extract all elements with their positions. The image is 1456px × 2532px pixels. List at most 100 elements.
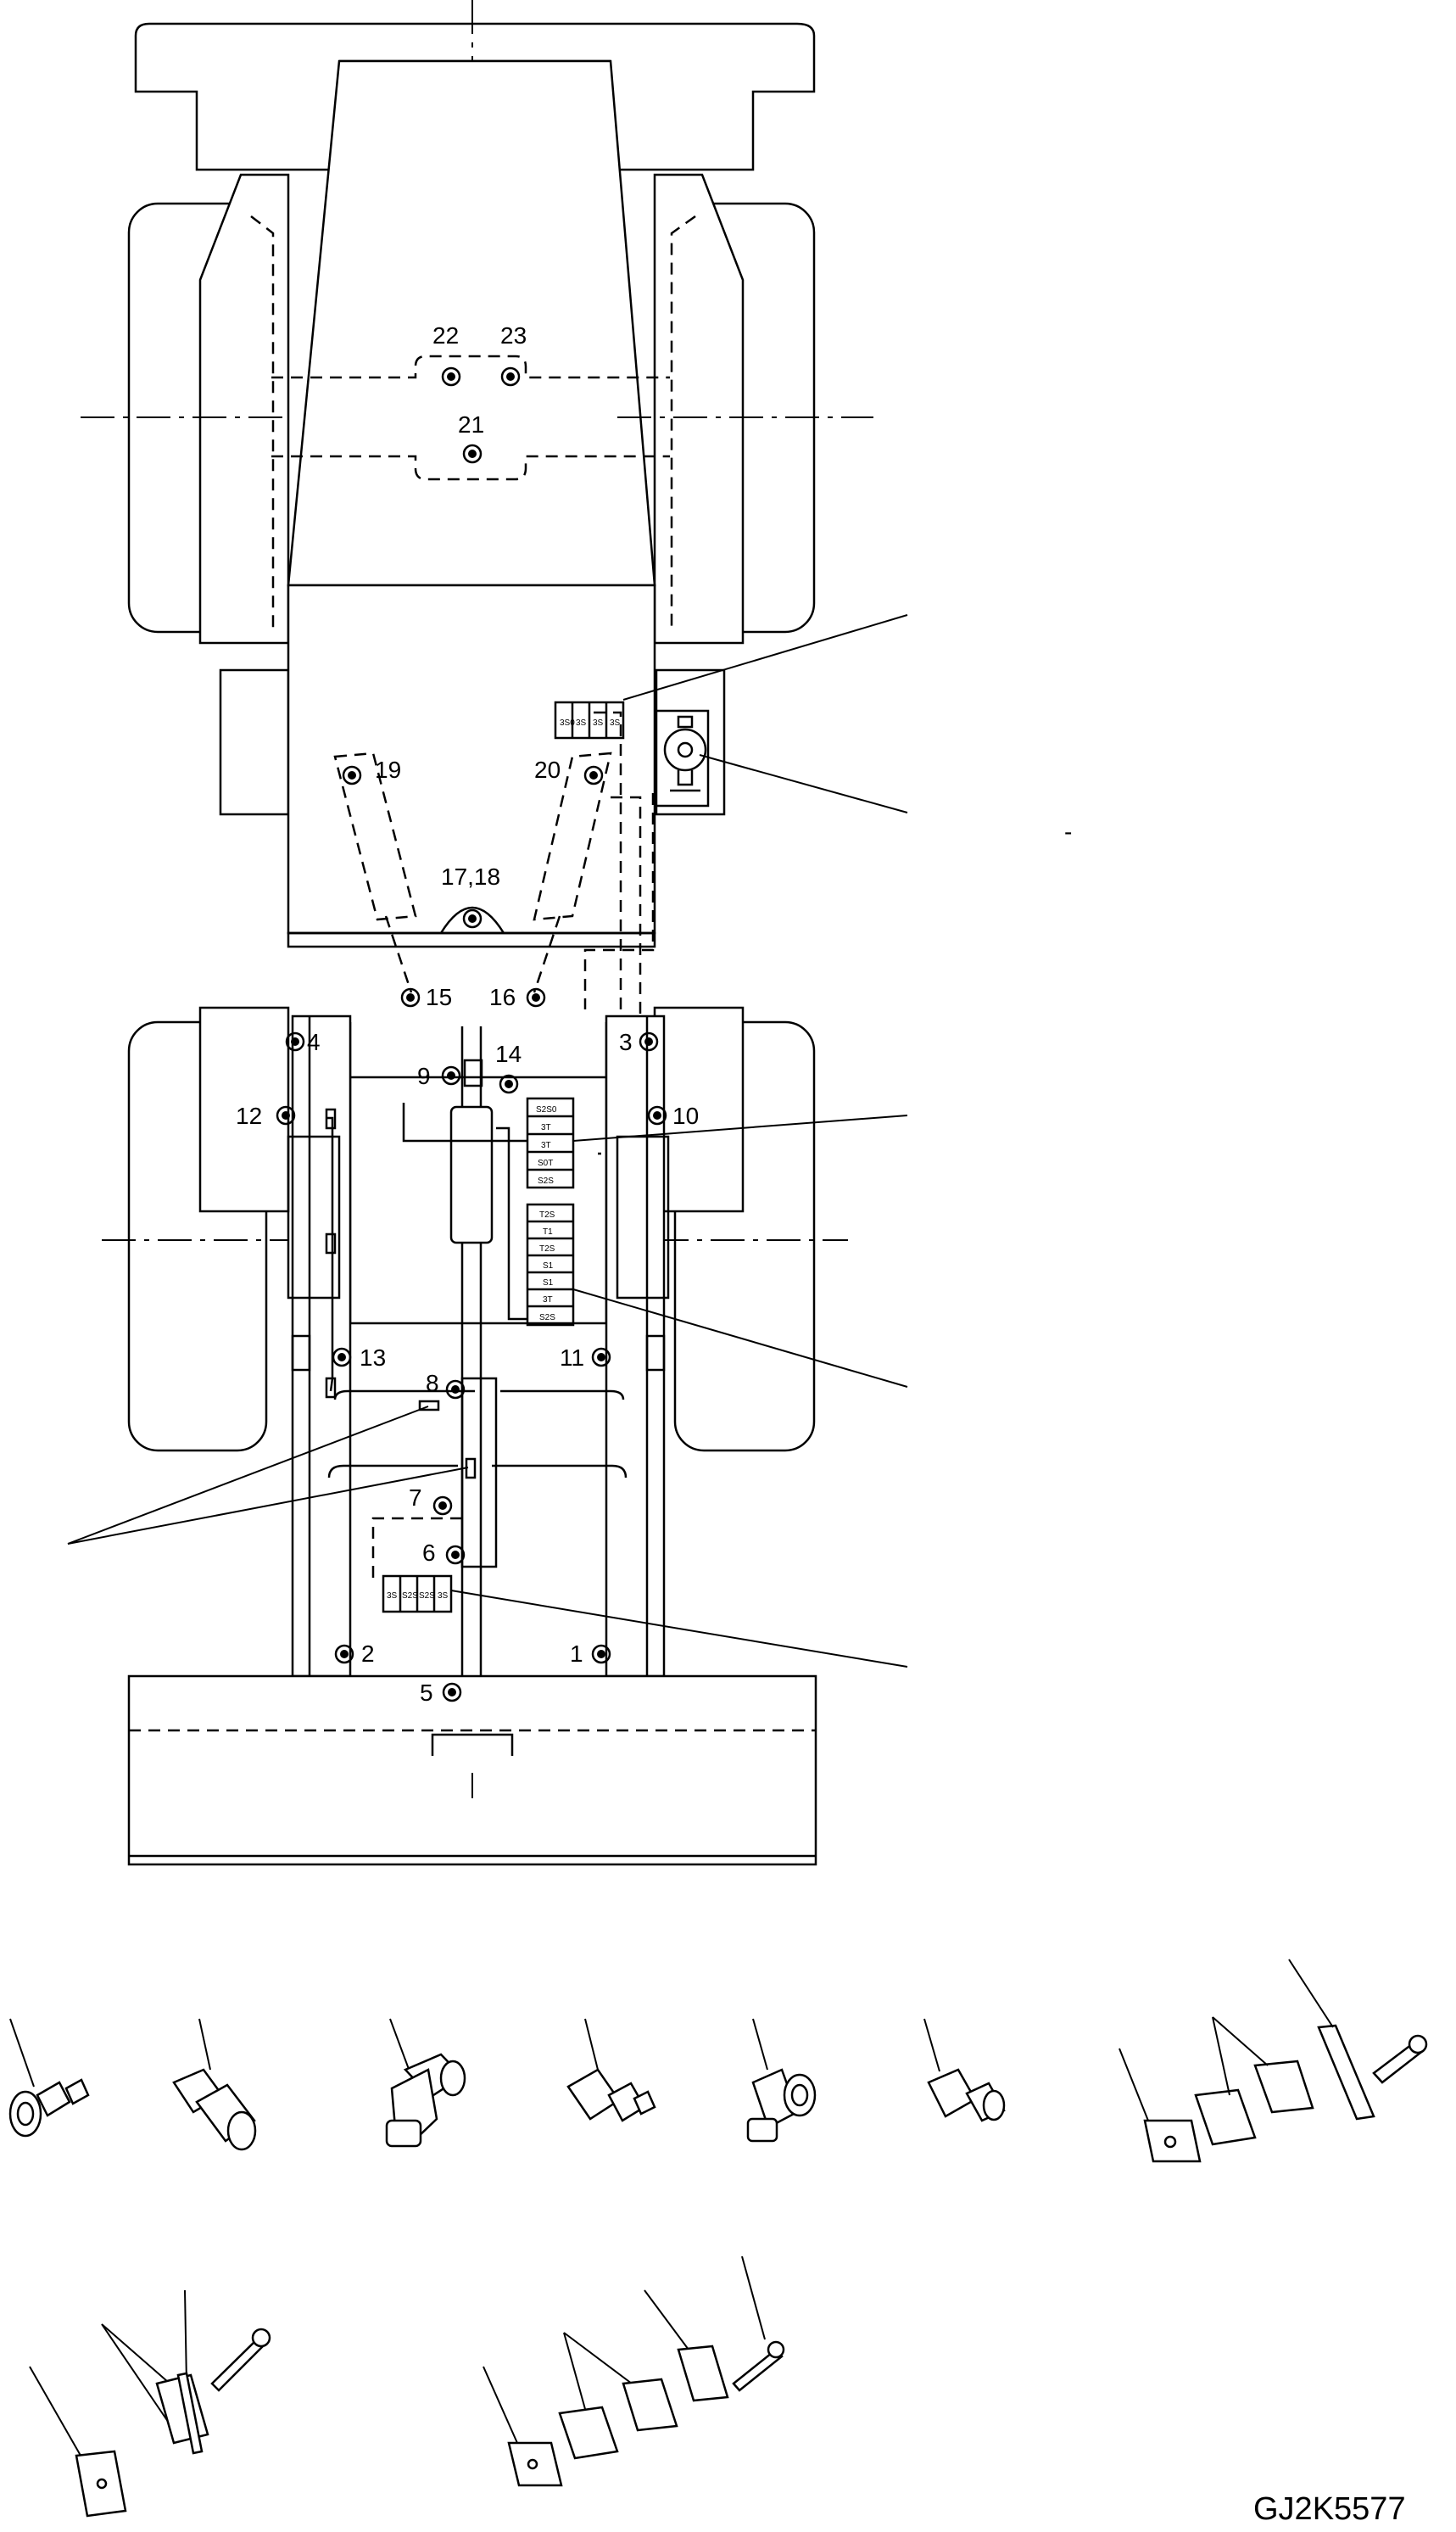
point-label-22: 22 bbox=[432, 322, 459, 349]
valve-block-c: T2S T1 T2S S1 S1 3T S2S bbox=[526, 1203, 575, 1327]
fender-left bbox=[198, 173, 290, 645]
lube-point-15 bbox=[400, 987, 421, 1008]
valve-a-label-4: 3S0 bbox=[560, 718, 575, 728]
hidden-plate-upper bbox=[271, 355, 670, 379]
lift-cyl-right bbox=[616, 1135, 670, 1300]
point-label-13: 13 bbox=[360, 1344, 386, 1371]
lube-point-17-18 bbox=[462, 908, 483, 929]
front-fender-right bbox=[653, 1006, 745, 1213]
tilt-clevis bbox=[463, 1059, 483, 1087]
point-label-11: 11 bbox=[560, 1344, 584, 1371]
valve-d-label-4: 3S bbox=[438, 1591, 449, 1601]
leader-valve-b bbox=[572, 1115, 908, 1142]
cylinder-right-rod bbox=[533, 915, 561, 993]
arm-bracket-right bbox=[645, 1334, 666, 1372]
lube-point-12 bbox=[276, 1105, 296, 1126]
point-label-2: 2 bbox=[361, 1640, 375, 1667]
lube-points bbox=[276, 366, 667, 1702]
valve-block-d: 3S S2S S2S 3S bbox=[382, 1574, 453, 1613]
cylinder-left-hidden bbox=[333, 752, 417, 921]
fitting-elbow-2 bbox=[746, 2018, 817, 2143]
loader-arm-left bbox=[291, 1014, 352, 1678]
lube-point-19 bbox=[342, 765, 362, 785]
point-label-19: 19 bbox=[375, 757, 401, 783]
leader-pump bbox=[699, 754, 908, 813]
clamp-left-mid bbox=[325, 1232, 337, 1255]
hose-run-right-3 bbox=[583, 793, 655, 1009]
point-label-4: 4 bbox=[307, 1029, 321, 1055]
leader-clamp-2 bbox=[67, 1467, 469, 1545]
fitting-elbow-1 bbox=[385, 2018, 466, 2148]
lube-point-7 bbox=[432, 1495, 453, 1516]
cylinder-right-hidden bbox=[533, 752, 612, 921]
lube-point-13 bbox=[332, 1347, 352, 1367]
valve-d-label-3: S2S bbox=[419, 1591, 435, 1601]
fender-hidden-right bbox=[670, 215, 696, 628]
clamp-set-1 bbox=[1118, 1959, 1428, 2163]
valve-c-label-4: S1 bbox=[543, 1261, 554, 1271]
leader-clamp-1 bbox=[67, 1406, 429, 1545]
fitting-plug bbox=[923, 2018, 1006, 2122]
point-label-21: 21 bbox=[458, 411, 484, 438]
lube-point-10 bbox=[647, 1105, 667, 1126]
fitting-straight-3 bbox=[566, 2018, 656, 2122]
point-label-3: 3 bbox=[619, 1029, 633, 1055]
lube-point-23 bbox=[500, 366, 521, 387]
lube-point-3 bbox=[639, 1031, 659, 1052]
valve-b-label-4: S0T bbox=[538, 1159, 553, 1168]
valve-d-label-1: 3S bbox=[387, 1591, 398, 1601]
lube-point-16 bbox=[526, 987, 546, 1008]
valve-d-label-2: S2S bbox=[402, 1591, 418, 1601]
valve-c-label-7: S2S bbox=[539, 1313, 555, 1322]
valve-b-label-5: S2S bbox=[538, 1177, 554, 1186]
leader-valve-c bbox=[572, 1288, 908, 1388]
valve-b-label-1: S2S0 bbox=[536, 1105, 557, 1115]
point-label-6: 6 bbox=[422, 1540, 436, 1566]
arm-bracket-left bbox=[291, 1334, 311, 1372]
lube-point-20 bbox=[583, 765, 604, 785]
front-tire-right bbox=[673, 1020, 816, 1452]
lube-point-14 bbox=[499, 1074, 519, 1094]
front-tire-left bbox=[127, 1020, 268, 1452]
fitting-straight-2 bbox=[172, 2018, 257, 2151]
bucket bbox=[127, 1674, 817, 1866]
lube-point-11 bbox=[591, 1347, 611, 1367]
valve-b-label-3: 3T bbox=[541, 1141, 551, 1150]
valve-a-label-2: 3S bbox=[593, 718, 604, 728]
loader-arm-right bbox=[605, 1014, 666, 1678]
clamp-left-upper bbox=[325, 1108, 337, 1130]
lube-point-8 bbox=[445, 1379, 466, 1400]
point-label-12: 12 bbox=[236, 1103, 262, 1129]
lube-point-5 bbox=[442, 1682, 462, 1702]
valve-c-label-3: T2S bbox=[539, 1244, 555, 1254]
clamp-left-lower bbox=[325, 1377, 337, 1399]
lube-point-6 bbox=[445, 1545, 466, 1565]
valve-c-label-1: T2S bbox=[539, 1210, 555, 1220]
point-label-20: 20 bbox=[534, 757, 561, 783]
point-label-1: 1 bbox=[570, 1640, 583, 1667]
point-label-7: 7 bbox=[409, 1484, 422, 1511]
pump-fitting bbox=[655, 709, 710, 808]
point-label-16: 16 bbox=[489, 984, 516, 1010]
stray-mark: - bbox=[1064, 819, 1072, 845]
hose-left-arm bbox=[326, 1116, 334, 1392]
center-pivot-arc bbox=[439, 906, 505, 934]
point-label-23: 23 bbox=[500, 322, 527, 349]
valve-c-label-2: T1 bbox=[543, 1227, 553, 1237]
valve-block-a: 3S0 3S 3S 3S bbox=[554, 701, 625, 740]
valve-block-b: S2S0 3T 3T S0T S2S bbox=[526, 1097, 575, 1189]
lower-cross-2-left bbox=[327, 1464, 458, 1478]
hidden-plate-lower bbox=[271, 455, 670, 481]
point-label-17-18: 17,18 bbox=[441, 864, 500, 890]
valve-a-label-3: 3S bbox=[576, 718, 587, 728]
front-fender-left bbox=[198, 1006, 290, 1213]
drawing-code: GJ2K5577 bbox=[1253, 2491, 1406, 2527]
step-left bbox=[219, 668, 290, 816]
cab-roof bbox=[134, 22, 816, 171]
point-label-5: 5 bbox=[420, 1680, 433, 1706]
lube-point-9 bbox=[441, 1065, 461, 1086]
lube-point-21 bbox=[462, 444, 483, 464]
tilt-cylinder-body bbox=[449, 1105, 494, 1244]
fitting-straight-1 bbox=[8, 2018, 90, 2138]
